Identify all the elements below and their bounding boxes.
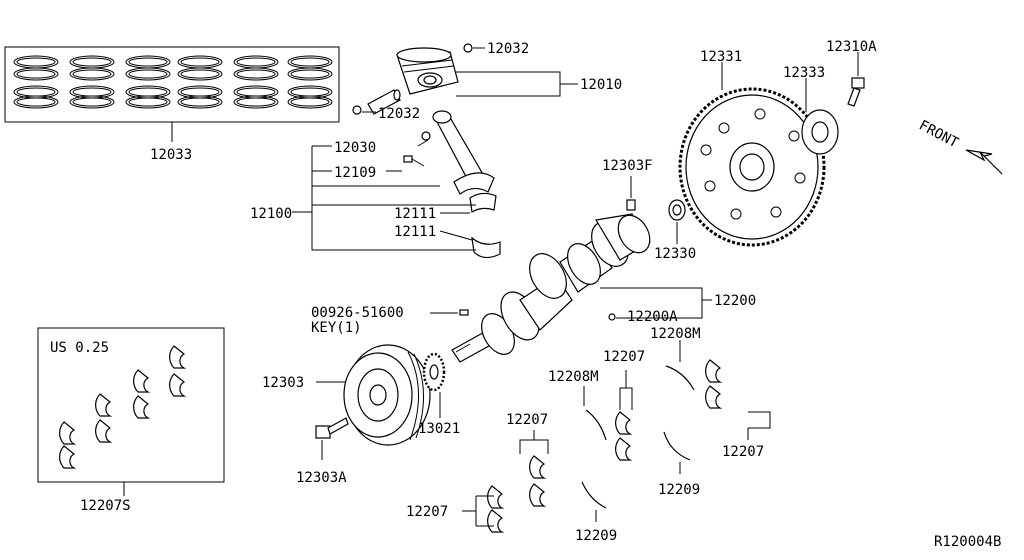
label-12111-lower: 12111 [394, 224, 436, 240]
label-12032-bottom: 12032 [378, 106, 420, 122]
label-12111-upper: 12111 [394, 206, 436, 222]
pulley-bolt-icon [315, 417, 349, 439]
label-12303F: 12303F [602, 158, 653, 174]
label-12207S: 12207S [80, 498, 131, 514]
flywheel-icon [678, 87, 826, 247]
label-key-name: KEY(1) [311, 320, 362, 336]
label-12207-d: 12207 [722, 444, 764, 460]
flywheel-bolt-icon [847, 77, 865, 107]
label-12207-a: 12207 [406, 504, 448, 520]
label-12207-c: 12207 [603, 349, 645, 365]
flywheel-plate-icon [801, 109, 839, 155]
piston-pin-icon [367, 89, 401, 115]
front-indicator: FRONT [916, 117, 1003, 175]
label-12200: 12200 [714, 293, 756, 309]
front-arrow-icon [965, 149, 1003, 175]
piston-ring-box [4, 46, 340, 123]
label-12330: 12330 [654, 246, 696, 262]
thrust-washer-icons [581, 365, 695, 509]
label-13021: 13021 [418, 421, 460, 437]
con-rod-group[interactable]: 12030 12109 12100 12111 12111 [250, 110, 501, 259]
bearing-shells-icon [59, 345, 185, 469]
piston-rings [13, 55, 333, 109]
main-bearings-group[interactable]: 12207 12207 12207 12207 12208M 12208M 12… [406, 326, 771, 544]
front-label: FRONT [916, 117, 961, 151]
piston-icon [396, 47, 459, 95]
clip-icon-top [463, 43, 473, 53]
piston-ring-set-group[interactable]: 12033 [4, 46, 340, 163]
pulley-icon [343, 344, 431, 446]
label-12010: 12010 [580, 77, 622, 93]
label-12209-b: 12209 [658, 482, 700, 498]
diagram-code: R120004B [934, 534, 1001, 550]
key-icon [459, 309, 469, 316]
label-12333: 12333 [783, 65, 825, 81]
label-12032-top: 12032 [487, 41, 529, 57]
label-12030: 12030 [334, 140, 376, 156]
bearing-set-box [37, 327, 225, 483]
pilot-bolt-icon [626, 199, 636, 211]
bearing-set-note: US 0.25 [50, 340, 109, 356]
main-bearing-set-group[interactable]: US 0.25 12207S [37, 327, 225, 514]
piston-assy-group[interactable]: 12032 12032 12010 [352, 41, 622, 122]
label-12331: 12331 [700, 49, 742, 65]
label-12208M-a: 12208M [548, 369, 599, 385]
flywheel-group[interactable]: 12331 12333 12310A [678, 39, 877, 247]
clip-icon-bottom [352, 105, 362, 115]
label-key-part-number: 00926-51600 [311, 305, 404, 321]
sprocket-icon [422, 352, 446, 392]
pulley-group[interactable]: 12303 12303A 13021 [262, 344, 460, 486]
label-12109: 12109 [334, 165, 376, 181]
label-12310A: 12310A [826, 39, 877, 55]
label-12303: 12303 [262, 375, 304, 391]
crank-plug-icon [608, 313, 616, 321]
label-12033: 12033 [150, 147, 192, 163]
crankshaft-group[interactable]: 12200 12200A 00926-51600 KEY(1) [311, 210, 756, 363]
pilot-parts-group[interactable]: 12303F 12330 [602, 158, 696, 262]
crankshaft-icon [451, 213, 651, 363]
label-12100: 12100 [250, 206, 292, 222]
label-12207-b: 12207 [506, 412, 548, 428]
label-12200A: 12200A [627, 309, 678, 325]
label-12209-a: 12209 [575, 528, 617, 544]
label-12208M-b: 12208M [650, 326, 701, 342]
con-rod-bearing-icons [469, 192, 501, 259]
label-12303A: 12303A [296, 470, 347, 486]
con-rod-icon [403, 110, 495, 195]
